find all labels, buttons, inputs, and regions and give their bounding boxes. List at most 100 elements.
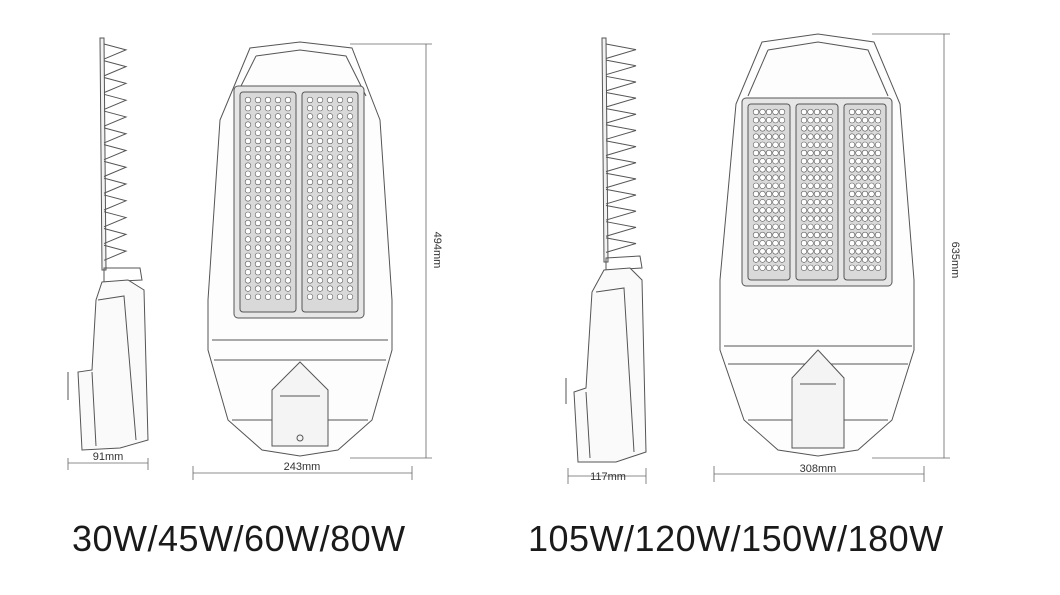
led-chip bbox=[855, 108, 862, 116]
led-chip bbox=[848, 182, 856, 189]
led-chip bbox=[826, 182, 834, 189]
led-chip bbox=[778, 182, 786, 189]
led-chip bbox=[820, 264, 827, 271]
led-chip bbox=[848, 108, 856, 116]
led-chip bbox=[264, 146, 272, 153]
led-chip bbox=[874, 158, 882, 165]
led-chip bbox=[346, 146, 354, 153]
led-chip bbox=[813, 264, 821, 271]
led-chip bbox=[855, 240, 862, 247]
led-chip bbox=[752, 141, 760, 148]
led-chip bbox=[264, 129, 272, 136]
led-chip bbox=[874, 231, 882, 239]
heatsink-fin bbox=[605, 140, 637, 156]
led-chip bbox=[759, 207, 766, 214]
led-chip bbox=[306, 228, 314, 235]
led-chip bbox=[264, 269, 272, 276]
led-chip bbox=[820, 207, 827, 214]
led-chip bbox=[765, 141, 773, 148]
led-chip bbox=[316, 244, 324, 251]
led-chip bbox=[264, 293, 272, 300]
led-chip bbox=[807, 207, 814, 214]
led-chip bbox=[778, 215, 786, 222]
led-chip bbox=[800, 264, 808, 271]
led-chip bbox=[244, 162, 252, 169]
led-chip bbox=[800, 240, 808, 247]
led-chip bbox=[826, 199, 834, 206]
led-chip bbox=[868, 248, 875, 255]
led-chip bbox=[861, 125, 869, 132]
led-chip bbox=[254, 170, 262, 177]
led-chip bbox=[861, 158, 869, 165]
led-chip bbox=[868, 166, 875, 173]
led-chip bbox=[336, 96, 344, 104]
led-chip bbox=[274, 293, 282, 300]
led-chip bbox=[807, 125, 814, 132]
led-chip bbox=[752, 199, 760, 206]
led-chip bbox=[813, 166, 821, 173]
led-chip bbox=[861, 174, 869, 181]
led-chip bbox=[274, 170, 282, 177]
led-chip bbox=[336, 162, 344, 169]
led-chip bbox=[284, 154, 292, 161]
heatsink-fin bbox=[103, 177, 128, 194]
led-chip bbox=[861, 240, 869, 247]
heatsink-fin bbox=[103, 144, 128, 161]
led-chip bbox=[274, 228, 282, 235]
led-chip bbox=[826, 264, 834, 271]
led-chip bbox=[254, 137, 262, 145]
led-chip bbox=[868, 240, 875, 247]
led-chip bbox=[264, 121, 272, 128]
led-chip bbox=[284, 260, 292, 268]
led-chip bbox=[778, 223, 786, 230]
led-chip bbox=[765, 231, 773, 239]
heatsink-fin bbox=[103, 227, 128, 245]
led-chip bbox=[759, 190, 766, 198]
led-chip bbox=[759, 108, 766, 116]
led-chip bbox=[778, 248, 786, 255]
led-chip bbox=[820, 149, 827, 157]
led-chip bbox=[326, 137, 334, 145]
led-chip bbox=[820, 158, 827, 165]
led-chip bbox=[772, 133, 779, 140]
led-module bbox=[239, 91, 297, 313]
led-chip bbox=[813, 141, 821, 148]
led-chip bbox=[316, 195, 324, 202]
led-chip bbox=[346, 244, 354, 251]
led-chip bbox=[274, 154, 282, 161]
led-chip bbox=[855, 149, 862, 157]
led-chip bbox=[807, 174, 814, 181]
led-chip bbox=[820, 256, 827, 263]
led-chip bbox=[820, 190, 827, 198]
led-chip bbox=[861, 117, 869, 124]
led-chip bbox=[807, 108, 814, 116]
led-chip bbox=[874, 108, 882, 116]
led-chip bbox=[813, 174, 821, 181]
led-chip bbox=[306, 96, 314, 104]
heatsink-fin bbox=[103, 77, 128, 94]
led-chip bbox=[254, 96, 262, 104]
led-chip bbox=[244, 293, 252, 300]
led-chip bbox=[336, 113, 344, 120]
led-chip bbox=[316, 228, 324, 235]
led-chip bbox=[772, 256, 779, 263]
led-chip bbox=[244, 244, 252, 251]
led-chip bbox=[752, 133, 760, 140]
led-chip bbox=[244, 129, 252, 136]
led-chip bbox=[765, 117, 773, 124]
led-chip bbox=[346, 129, 354, 136]
led-chip bbox=[284, 129, 292, 136]
led-chip bbox=[855, 190, 862, 198]
led-chip bbox=[284, 137, 292, 145]
led-chip bbox=[284, 277, 292, 284]
heatsink-fin bbox=[103, 244, 128, 261]
led-chip bbox=[772, 108, 779, 116]
led-chip bbox=[826, 149, 834, 157]
led-chip bbox=[336, 228, 344, 235]
led-chip bbox=[874, 174, 882, 181]
led-chip bbox=[826, 158, 834, 165]
led-chip bbox=[848, 199, 856, 206]
led-chip bbox=[326, 211, 334, 218]
led-chip bbox=[813, 117, 821, 124]
